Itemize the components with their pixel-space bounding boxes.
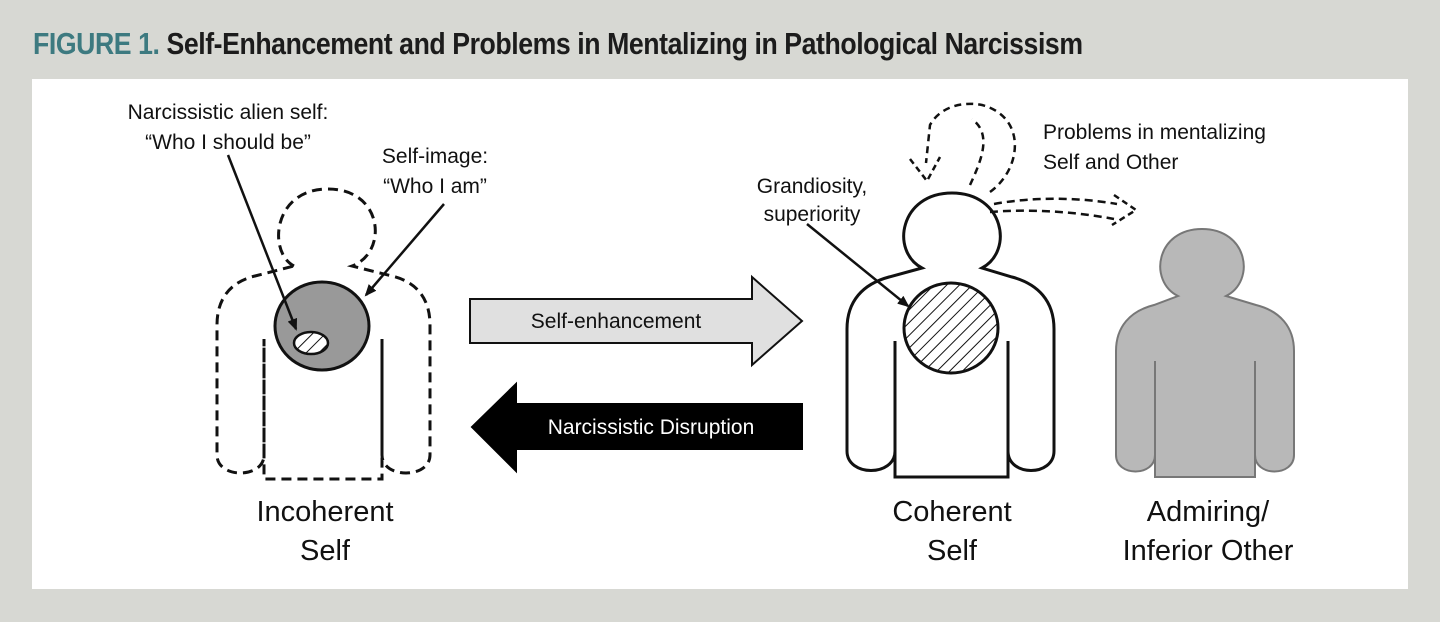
self-image-label-line1: Self-image: <box>382 145 488 168</box>
self-image-circle <box>275 282 369 370</box>
figure-title-text: Self-Enhancement and Problems in Mentali… <box>166 26 1082 61</box>
grandiosity-label-line2: superiority <box>764 203 861 226</box>
other-figure <box>1116 229 1294 477</box>
other-caption-line2: Inferior Other <box>1123 535 1294 567</box>
self-enhancement-label: Self-enhancement <box>531 310 702 333</box>
figure-title: FIGURE 1. Self-Enhancement and Problems … <box>33 26 1083 62</box>
other-mentalizing-arrow-head <box>1112 195 1136 225</box>
incoherent-self-caption-line2: Self <box>300 535 351 567</box>
self-mentalizing-loop-arrow <box>926 104 1015 192</box>
narcissistic-disruption-arrow: Narcissistic Disruption <box>472 384 802 471</box>
self-enhancement-arrow: Self-enhancement <box>470 277 802 365</box>
other-outline <box>1116 229 1294 477</box>
figure-label: FIGURE 1. <box>33 26 160 61</box>
grandiosity-label-line1: Grandiosity, <box>757 175 868 198</box>
coherent-self-caption-line1: Coherent <box>892 496 1011 528</box>
mentalizing-label-line2: Self and Other <box>1043 151 1178 174</box>
other-mentalizing-arrow-lower <box>990 211 1114 219</box>
alien-self-ellipse <box>294 332 328 354</box>
incoherent-self-caption-line1: Incoherent <box>256 496 393 528</box>
other-caption-line1: Admiring/ <box>1147 496 1270 528</box>
self-image-pointer <box>366 204 444 295</box>
alien-self-pointer <box>228 155 296 329</box>
self-image-label-line2: “Who I am” <box>383 175 487 198</box>
other-mentalizing-arrow <box>994 199 1117 204</box>
grandiosity-circle <box>904 283 998 373</box>
incoherent-self-figure <box>217 155 444 479</box>
alien-self-label-line1: Narcissistic alien self: <box>128 101 329 124</box>
self-mentalizing-inner-loop <box>970 119 983 185</box>
diagram-canvas: Self-enhancement Narcissistic Disruption… <box>32 79 1408 589</box>
mentalizing-label-line1: Problems in mentalizing <box>1043 121 1266 144</box>
coherent-self-caption-line2: Self <box>927 535 978 567</box>
alien-self-label-line2: “Who I should be” <box>145 131 311 154</box>
diagram-panel: Self-enhancement Narcissistic Disruption… <box>32 79 1408 589</box>
narcissistic-disruption-label: Narcissistic Disruption <box>548 416 755 439</box>
